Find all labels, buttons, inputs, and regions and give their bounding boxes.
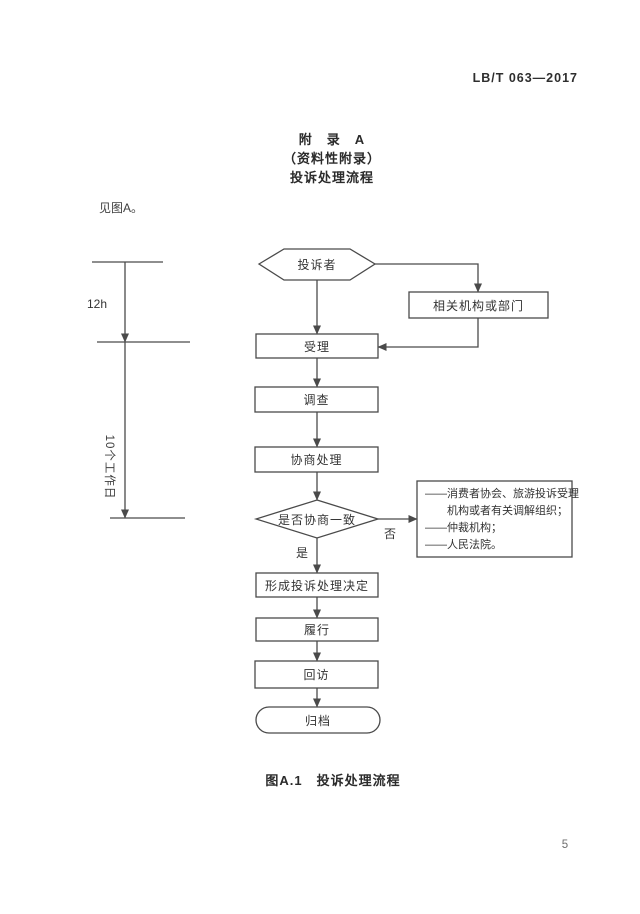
- connector-related-org-accept: [377, 318, 479, 351]
- note-line: 机构或者有关调解组织；: [447, 505, 568, 517]
- timeline-12h-label: 12h: [87, 297, 108, 311]
- connector-complainant-related-org: [375, 263, 482, 293]
- node-archive: 归档: [304, 713, 331, 728]
- note-line: ——人民法院。: [425, 539, 502, 551]
- node-negotiate: 协商处理: [290, 453, 343, 467]
- see-figure-text: 见图A。: [99, 201, 144, 215]
- page-number: 5: [561, 839, 569, 851]
- node-revisit: 回访: [303, 668, 330, 682]
- figure-caption: 图A.1 投诉处理流程: [265, 773, 401, 788]
- node-form-decision: 形成投诉处理决定: [264, 578, 369, 593]
- branch-no-label: 否: [384, 527, 397, 541]
- note-line: ——消费者协会、旅游投诉受理: [425, 488, 579, 500]
- standard-number-header: LB/T 063—2017: [472, 71, 578, 85]
- appendix-topic: 投诉处理流程: [289, 170, 374, 185]
- appendix-title: 附 录 A: [298, 132, 366, 147]
- timeline-10days-label: 10个工作日: [103, 434, 115, 500]
- note-line: ——仲裁机构；: [425, 522, 502, 534]
- node-decision: 是否协商一致: [277, 512, 356, 527]
- appendix-title-block: 附 录 A （资料性附录） 投诉处理流程: [232, 130, 432, 187]
- node-investigate: 调查: [303, 393, 330, 407]
- node-complainant: 投诉者: [297, 258, 337, 272]
- branch-yes-label: 是: [296, 546, 309, 560]
- node-perform: 履行: [303, 623, 330, 637]
- node-related-org: 相关机构或部门: [432, 298, 524, 313]
- note-box: ——消费者协会、旅游投诉受理 机构或者有关调解组织； ——仲裁机构； ——人民法…: [425, 486, 579, 554]
- appendix-subtitle: （资料性附录）: [282, 151, 381, 166]
- node-accept: 受理: [303, 339, 330, 354]
